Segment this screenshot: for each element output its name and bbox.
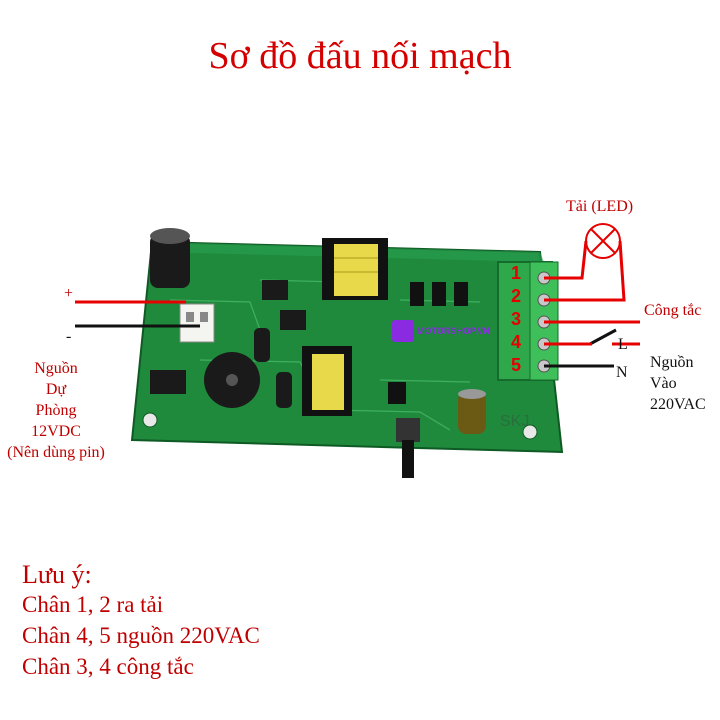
note-line: Chân 1, 2 ra tải	[22, 592, 164, 617]
jst-connector	[179, 303, 215, 343]
page-title: Sơ đồ đấu nối mạch	[208, 35, 512, 77]
watermark-text: MOTORSHOP.VN	[417, 326, 490, 336]
note-title: Lưu ý:	[22, 560, 92, 589]
capacitor-large	[150, 228, 190, 288]
load-label: Tải (LED)	[566, 198, 634, 215]
lamp-icon	[585, 223, 621, 259]
load-wires	[544, 240, 626, 302]
pin-number-5: 5	[511, 355, 522, 375]
relay-buzzer	[204, 352, 260, 408]
transformer-bottom	[302, 346, 352, 416]
pin-number-3: 3	[511, 309, 522, 329]
note-line: Chân 4, 5 nguồn 220VAC	[22, 623, 260, 648]
push-button	[396, 418, 420, 478]
plus-label: +	[64, 285, 74, 302]
line-n-label: N	[616, 364, 628, 381]
backup-power-label: Nguồn Dự Phòng 12VDC (Nên dùng pin)	[7, 360, 105, 461]
mains-power-label: Nguồn Vào 220VAC	[650, 354, 706, 413]
switch-label: Công tắc	[644, 302, 702, 319]
transformer-top	[322, 238, 388, 300]
line-l-label: L	[618, 336, 628, 353]
switch-wires	[544, 320, 640, 346]
minus-label: -	[66, 328, 72, 345]
note-line: Chân 3, 4 công tắc	[22, 654, 194, 679]
motorshop-logo: MOTORSHOP.VN	[392, 320, 490, 342]
pin-number-2: 2	[511, 286, 522, 306]
chips	[150, 280, 468, 404]
small-capacitors	[254, 328, 486, 434]
pin-number-1: 1	[511, 263, 522, 283]
pin-number-4: 4	[511, 332, 522, 352]
board-silk-text: SKJ	[500, 413, 529, 430]
